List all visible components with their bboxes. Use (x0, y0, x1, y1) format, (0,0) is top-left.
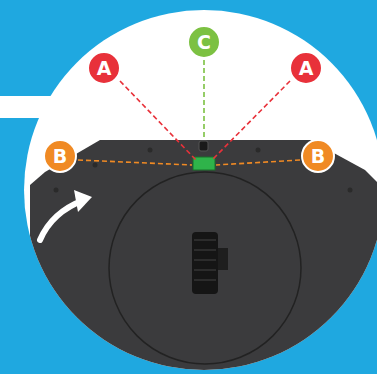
callout-b: B (301, 139, 335, 173)
callout-a: A (289, 51, 323, 85)
callout-letter: B (311, 147, 325, 166)
robot-body (30, 140, 377, 374)
wheel (192, 232, 218, 294)
callout-c: C (187, 25, 221, 59)
callout-a: A (87, 51, 121, 85)
inner-ring (109, 172, 301, 364)
sensor-c (199, 141, 208, 151)
callout-letter: A (299, 59, 314, 78)
callout-letter: A (97, 59, 112, 78)
callout-b: B (43, 139, 77, 173)
sensor-green (193, 157, 215, 170)
callout-letter: B (53, 147, 67, 166)
callout-letter: C (197, 33, 211, 52)
